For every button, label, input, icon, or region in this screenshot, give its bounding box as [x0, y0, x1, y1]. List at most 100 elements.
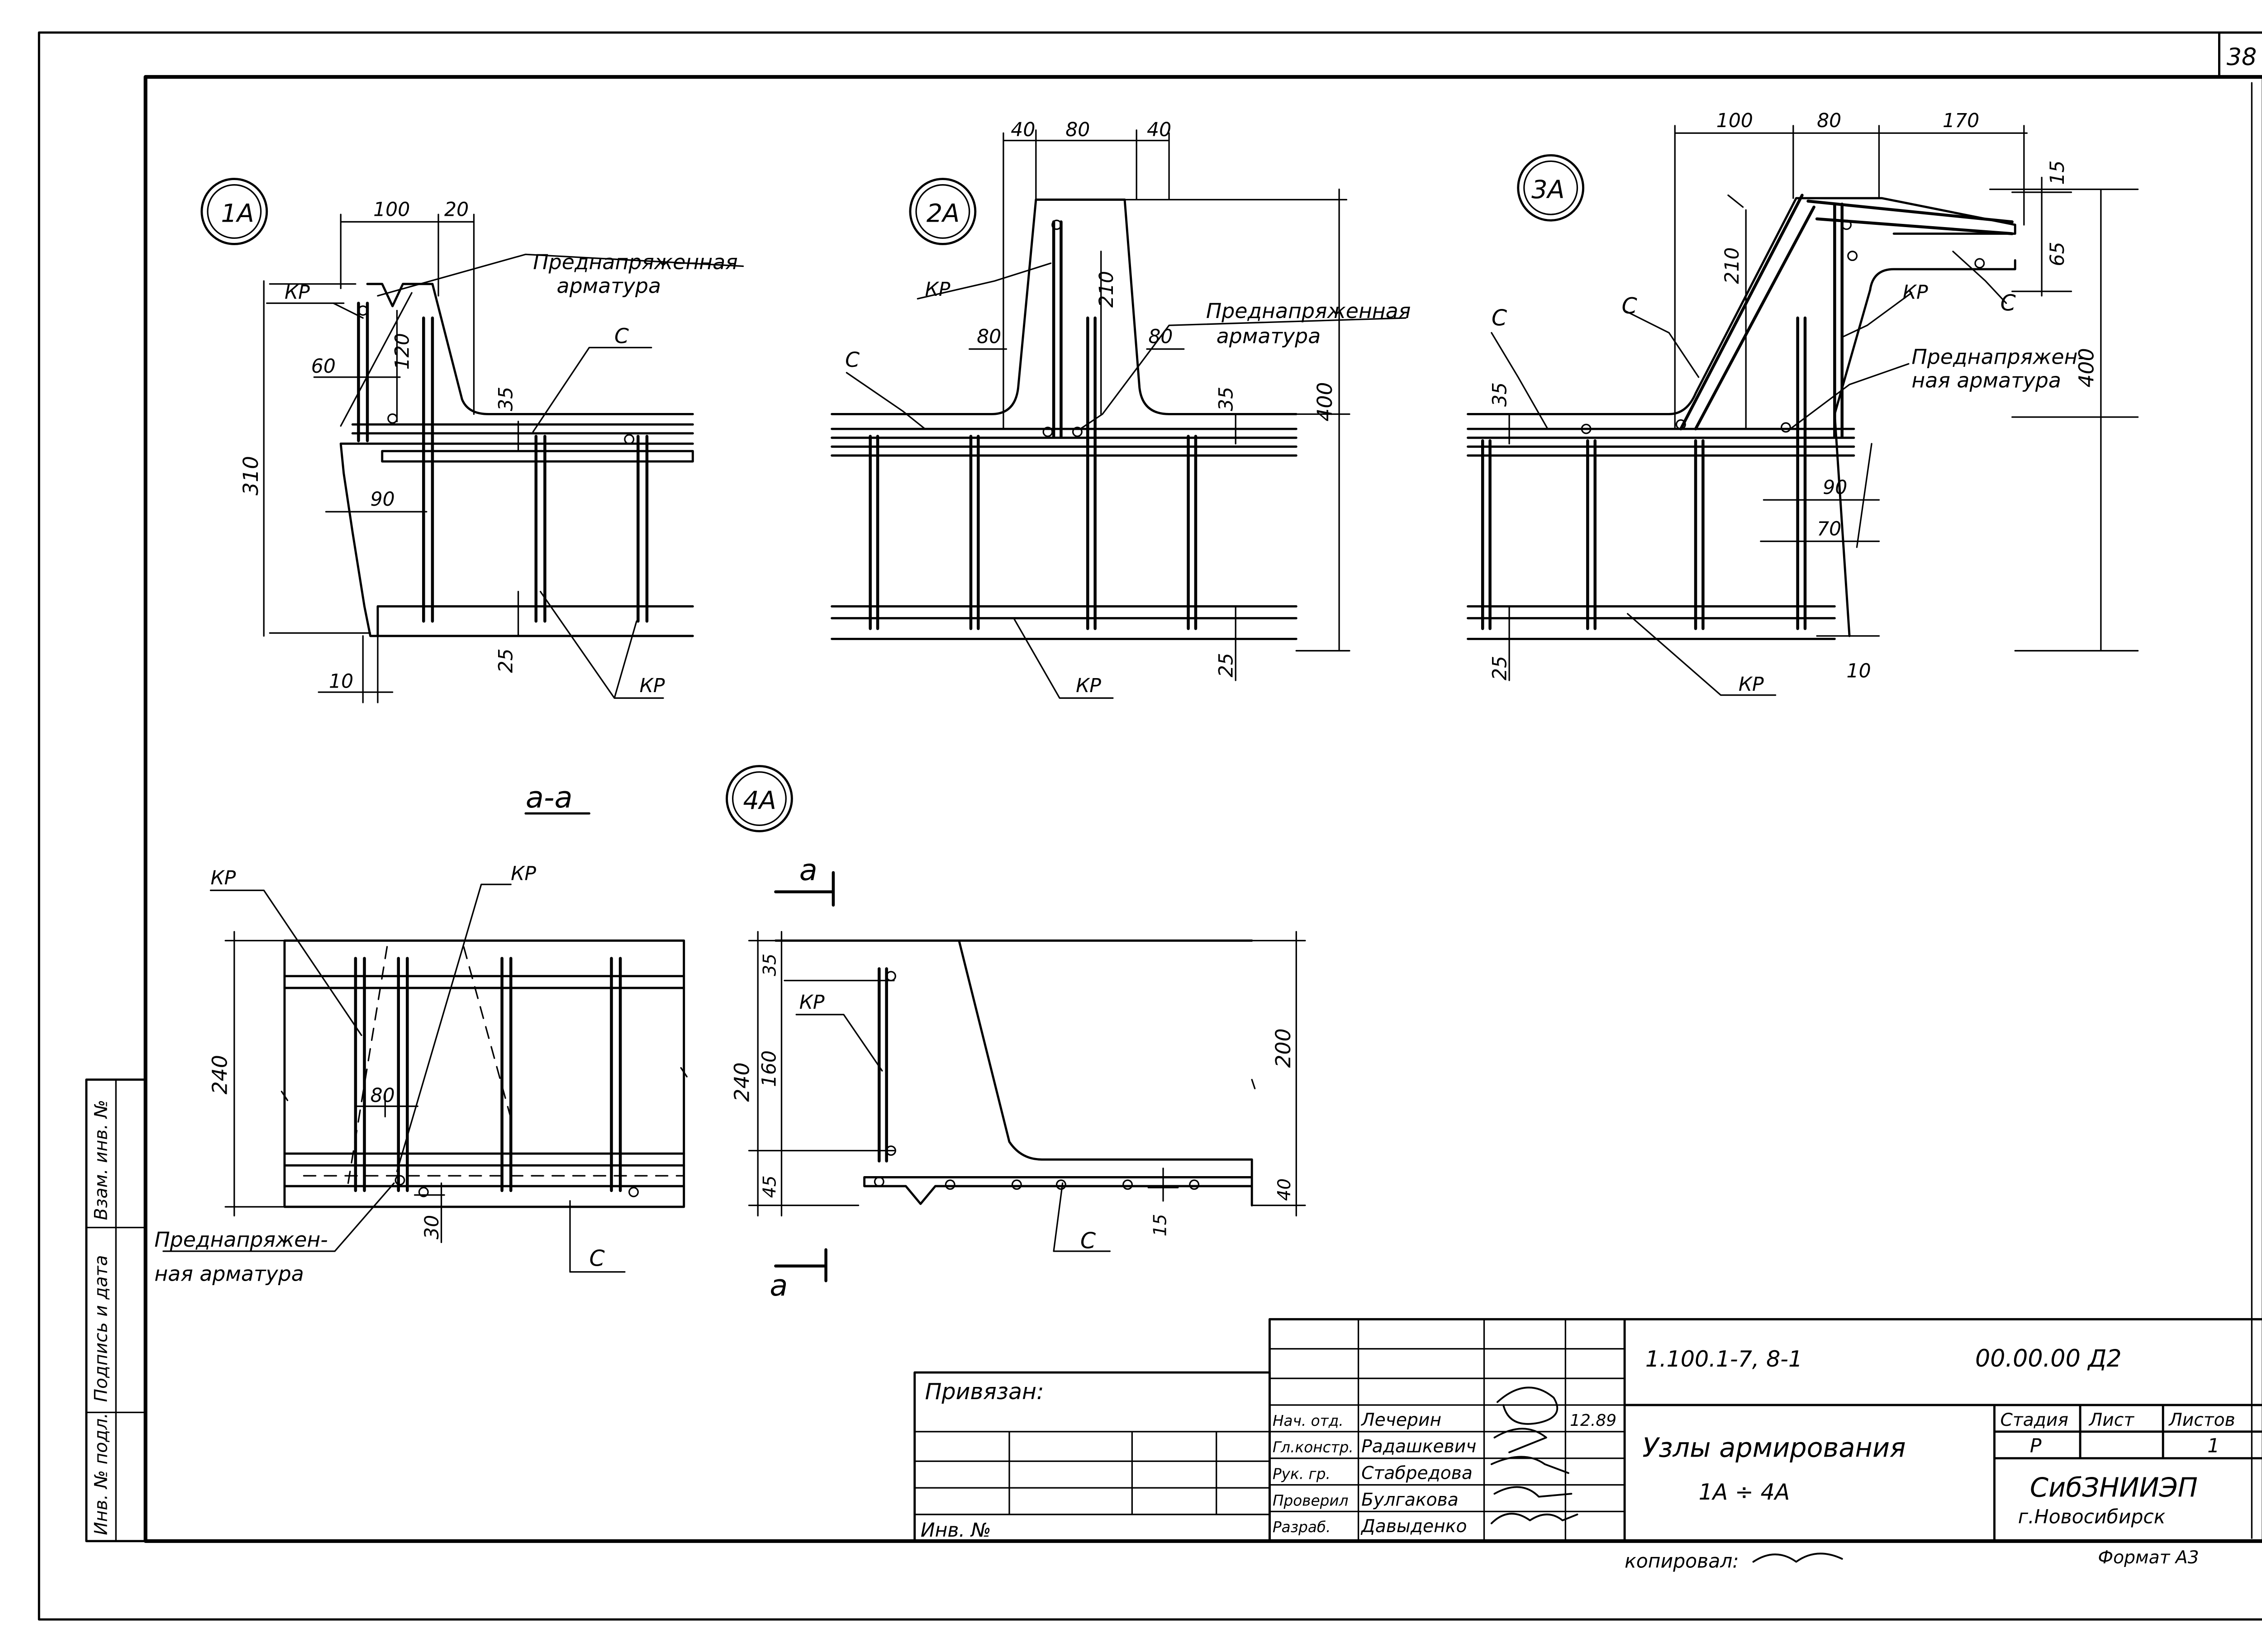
title-copied: копировал: [1625, 1551, 1739, 1573]
title-sheets-header: Листов [2168, 1410, 2235, 1430]
node-3a-dim-65: 65 [2047, 242, 2069, 266]
node-4a-c: С [1080, 1227, 1096, 1253]
section-aa-kp-right: КР [511, 863, 536, 885]
title-role-5: Разраб. [1273, 1519, 1331, 1536]
title-role-3: Рук. гр. [1273, 1465, 1331, 1482]
title-sheets-total: 1 [2207, 1435, 2219, 1457]
node-2a-dim-80-left: 80 [977, 326, 1001, 348]
node-1a-kp-bottom: КР [640, 675, 665, 697]
node-4a-dim-35: 35 [760, 954, 780, 976]
node-4a-dim-200: 200 [1271, 1028, 1295, 1068]
node-1a-dim-310: 310 [239, 456, 263, 495]
node-3a [1467, 125, 2139, 696]
section-aa [162, 812, 688, 1273]
sheet-frame [38, 31, 2262, 1621]
title-name-2: Радашкевич [1361, 1437, 1476, 1457]
title-name-3: Стабредова [1361, 1463, 1473, 1483]
title-doc-code: 1.100.1-7, 8-1 [1645, 1346, 1802, 1372]
node-4a-dim-240: 240 [730, 1062, 754, 1101]
node-1a-prestressed-2: арматура [557, 274, 661, 298]
section-aa-dim-30: 30 [421, 1215, 443, 1239]
node-3a-prestressed-1: Преднапряжен- [1911, 345, 2085, 369]
node-2a-dim-40a: 40 [1011, 119, 1035, 141]
title-role-2: Гл.констр. [1273, 1439, 1354, 1456]
section-aa-label: а-а [526, 780, 573, 815]
node-3a-c-left: С [1492, 304, 1507, 331]
title-bound-label: Привязан: [925, 1378, 1044, 1405]
section-aa-prestressed-2: ная арматура [154, 1262, 304, 1286]
title-format: Формат А3 [2098, 1548, 2199, 1568]
node-1a-dim-20: 20 [444, 199, 469, 221]
node-4a-dim-160: 160 [758, 1050, 780, 1087]
node-3a-dim-25: 25 [1489, 656, 1511, 680]
node-2a [831, 129, 1407, 699]
title-block [913, 1318, 2262, 1563]
title-org: СибЗНИИЭП [2030, 1472, 2198, 1503]
title-stage-value: Р [2030, 1435, 2042, 1457]
node-1a-dim-90: 90 [371, 489, 395, 511]
node-1a-dim-25: 25 [495, 649, 517, 673]
node-3a-dim-15: 15 [2047, 161, 2069, 185]
side-stamp [85, 1078, 147, 1543]
title-date: 12.89 [1570, 1411, 1616, 1430]
sheet-number: 38 [2227, 43, 2257, 71]
title-name-5: Давыденко [1360, 1516, 1467, 1537]
node-4a-dim-15: 15 [1150, 1214, 1171, 1236]
node-2a-c: С [845, 348, 860, 372]
title-name-4: Булгакова [1361, 1490, 1459, 1510]
node-4a-dim-40: 40 [1274, 1178, 1295, 1201]
node-2a-dim-35: 35 [1216, 387, 1238, 411]
node-2a-dim-40b: 40 [1147, 119, 1171, 141]
node-2a-prestressed-2: арматура [1217, 324, 1321, 348]
title-sheet-header: Лист [2088, 1410, 2135, 1430]
node-1a-dim-120: 120 [392, 333, 414, 370]
node-1a [200, 178, 744, 703]
side-stamp-replace: Взам. инв. № [91, 1100, 112, 1220]
node-2a-kp-bottom: КР [1076, 675, 1101, 697]
node-3a-kp-bottom: КР [1739, 674, 1764, 696]
title-line-2: 1А ÷ 4А [1699, 1479, 1790, 1505]
node-2a-dim-210: 210 [1096, 271, 1118, 308]
node-3a-dim-10: 10 [1847, 660, 1871, 682]
node-1a-dim-10: 10 [329, 670, 353, 693]
node-4a-label: 4А [743, 786, 776, 815]
node-4a-dim-45: 45 [760, 1175, 780, 1198]
side-stamp-inv: Инв. № подл. [91, 1413, 112, 1535]
node-3a-prestressed-2: ная арматура [1911, 369, 2061, 393]
node-1a-kp-top: КР [285, 281, 310, 304]
section-aa-kp-left: КР [210, 867, 236, 889]
node-3a-dim-100: 100 [1716, 110, 1753, 132]
node-4a-section-top: а [799, 853, 817, 887]
side-stamp-sign: Подпись и дата [91, 1255, 112, 1402]
node-1a-dim-100: 100 [373, 199, 410, 221]
node-3a-dim-170: 170 [1943, 110, 1979, 132]
node-3a-kp: КР [1903, 281, 1928, 304]
node-1a-c: С [614, 324, 629, 348]
node-3a-dim-70: 70 [1817, 518, 1841, 541]
title-inv-label: Инв. № [921, 1519, 991, 1542]
node-1a-dim-60: 60 [311, 356, 336, 378]
node-2a-kp: КР [925, 279, 950, 301]
node-4a-kp: КР [799, 992, 825, 1014]
title-name-1: Лечерин [1360, 1410, 1441, 1430]
title-role-4: Проверил [1273, 1492, 1349, 1509]
node-3a-dim-210: 210 [1721, 247, 1744, 284]
node-4a-section-bottom: а [770, 1268, 788, 1303]
node-3a-dim-400: 400 [2075, 348, 2099, 387]
node-3a-c-mid: С [1622, 293, 1638, 319]
node-1a-label: 1А [221, 199, 254, 228]
node-2a-label: 2А [927, 199, 960, 228]
node-3a-dim-35: 35 [1489, 382, 1511, 407]
node-3a-dim-90: 90 [1823, 477, 1847, 499]
section-aa-c: С [589, 1245, 605, 1272]
section-aa-prestressed-1: Преднапряжен- [154, 1228, 328, 1252]
title-line-1: Узлы армирования [1642, 1432, 1906, 1463]
title-city: г.Новосибирск [2018, 1506, 2166, 1529]
node-1a-prestressed-1: Преднапряженная [533, 250, 738, 274]
title-stage-header: Стадия [2001, 1410, 2068, 1430]
title-sheet-code: 00.00.00 Д2 [1975, 1345, 2122, 1372]
node-3a-label: 3А [1531, 175, 1564, 204]
node-2a-prestressed-1: Преднапряженная [1206, 299, 1411, 323]
node-2a-dim-80: 80 [1065, 119, 1090, 141]
